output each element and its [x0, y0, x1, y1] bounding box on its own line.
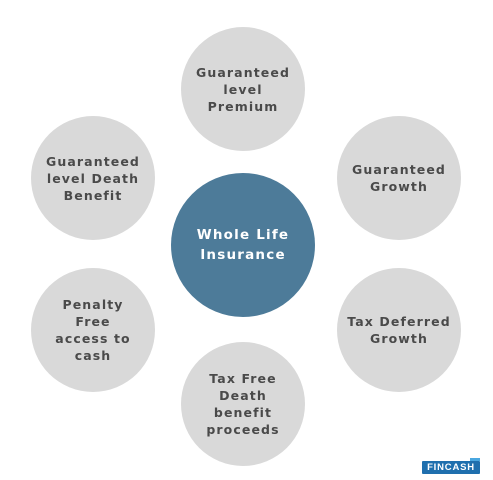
benefit-circle-tax-free-death-benefit: Tax Free Death benefit proceeds — [181, 342, 305, 466]
benefit-label: Tax Deferred Growth — [347, 314, 451, 346]
fincash-logo: FINCASH — [422, 461, 480, 474]
benefit-circle-guaranteed-level-death-benefit: Guaranteed level Death Benefit — [31, 116, 155, 240]
benefit-label: Penalty Free access to cash — [55, 297, 131, 363]
center-circle-whole-life-insurance: Whole Life Insurance — [171, 173, 315, 317]
benefit-circle-guaranteed-level-premium: Guaranteed level Premium — [181, 27, 305, 151]
benefit-circle-penalty-free-access: Penalty Free access to cash — [31, 268, 155, 392]
center-label: Whole Life Insurance — [196, 227, 290, 263]
benefit-circle-tax-deferred-growth: Tax Deferred Growth — [337, 268, 461, 392]
benefit-label: Tax Free Death benefit proceeds — [206, 371, 280, 437]
benefit-label: Guaranteed level Premium — [196, 64, 290, 114]
benefit-circle-guaranteed-growth: Guaranteed Growth — [337, 116, 461, 240]
logo-accent — [470, 458, 480, 461]
benefit-label: Guaranteed Growth — [352, 162, 446, 194]
benefit-label: Guaranteed level Death Benefit — [46, 153, 140, 203]
